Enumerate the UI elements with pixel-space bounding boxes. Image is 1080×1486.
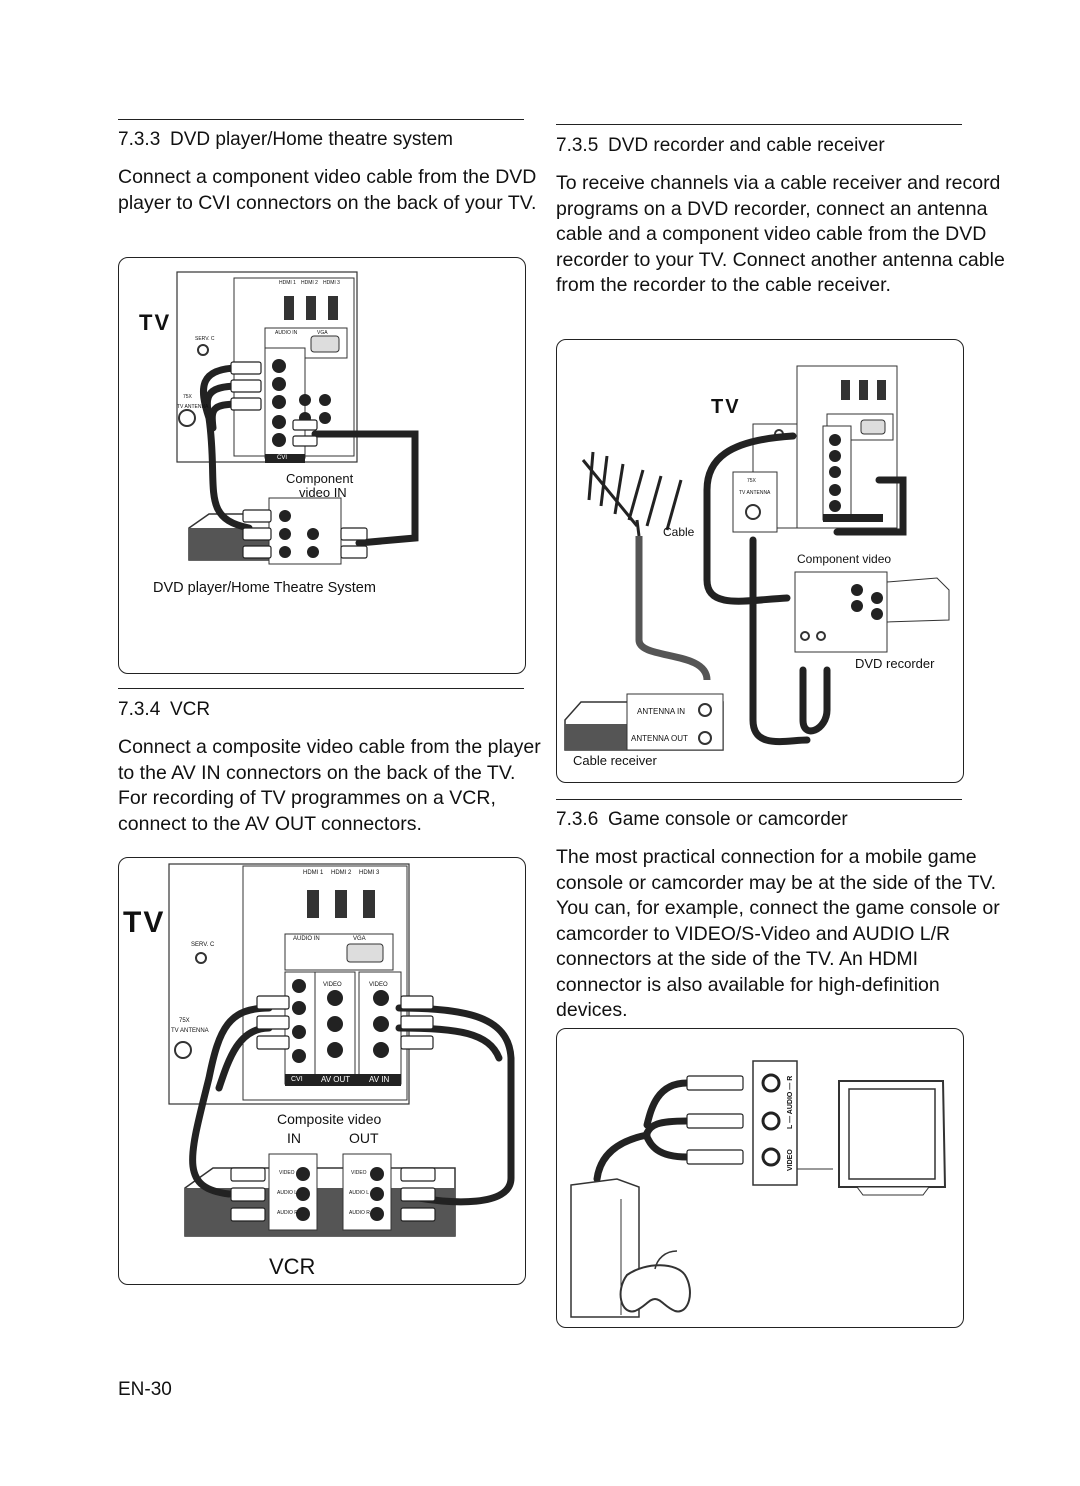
video-out-label: VIDEO <box>323 982 342 988</box>
rule-735 <box>556 124 962 125</box>
audio-in-label: AUDIO IN <box>293 936 320 942</box>
diagram-dvd-player: TV HDMI 1 HDMI 2 HDMI 3 SERV. C 75X TV A… <box>118 257 526 674</box>
hdmi-1-label: HDMI 1 <box>303 870 324 876</box>
hdmi-2-label: HDMI 2 <box>301 280 318 286</box>
video-in-label: VIDEO <box>369 982 388 988</box>
video-side-label: VIDEO <box>787 1149 794 1171</box>
hdmi-1-label: HDMI 1 <box>279 280 296 286</box>
body-734: Connect a composite video cable from the… <box>118 736 541 835</box>
vga-label: VGA <box>353 936 366 942</box>
vcr-connection-diagram <box>168 863 515 1237</box>
antenna-label: TV ANTENNA <box>739 490 771 496</box>
cvi-label: CVI <box>291 1076 303 1083</box>
vcr-audio-l-out: AUDIO L <box>349 1190 370 1196</box>
device-label: DVD player/Home Theatre System <box>153 580 376 596</box>
body-736: The most practical connection for a mobi… <box>556 846 1000 1021</box>
in-label: IN <box>287 1130 301 1146</box>
av-in-label: AV IN <box>369 1075 390 1084</box>
vga-label: VGA <box>317 330 328 336</box>
vcr-audio-r-in: AUDIO R <box>277 1210 298 1216</box>
ohm-label: 75X <box>747 478 756 484</box>
dvd-recorder-connection-diagram <box>564 365 950 751</box>
out-label: OUT <box>349 1130 379 1146</box>
ohm-label: 75X <box>179 1018 190 1024</box>
hdmi-3-label: HDMI 3 <box>359 870 380 876</box>
audio-side-label: L — AUDIO — R <box>787 1075 794 1129</box>
video-in-label: video IN <box>299 485 347 500</box>
tv-label: TV <box>123 906 166 939</box>
diagram-dvd-recorder: TV 75X TV ANTENNA Cable Component video … <box>556 339 964 783</box>
diagram-game-console: L — AUDIO — R VIDEO <box>556 1028 964 1328</box>
composite-label: Composite video <box>277 1111 382 1127</box>
dvd-player-connection-diagram <box>176 271 419 565</box>
component-video-label: Component video <box>797 552 892 566</box>
antenna-label: TV ANTENNA <box>171 1028 209 1034</box>
serv-c-label: SERV. C <box>191 942 215 948</box>
rule-733 <box>118 119 524 120</box>
cable-receiver-label: Cable receiver <box>573 753 657 768</box>
antenna-in-label: ANTENNA IN <box>637 707 686 716</box>
hdmi-ports <box>284 296 338 320</box>
dvd-recorder-label: DVD recorder <box>855 656 935 671</box>
rule-736 <box>556 799 962 800</box>
tv-label: TV <box>139 310 172 335</box>
component-label: Component <box>286 471 354 486</box>
diagram-vcr: TV HDMI 1 HDMI 2 HDMI 3 SERV. C 75X TV A… <box>118 857 526 1285</box>
av-out-label: AV OUT <box>321 1075 351 1084</box>
tv-label: TV <box>711 396 741 418</box>
vcr-audio-l-in: AUDIO L <box>277 1190 298 1196</box>
page-number: EN-30 <box>118 1379 172 1400</box>
antenna-label: TV ANTENNA <box>177 404 209 410</box>
vcr-video-out: VIDEO <box>351 1170 367 1176</box>
cvi-label: CVI <box>277 455 288 461</box>
game-console-connection-diagram <box>570 1060 947 1318</box>
antenna-out-label: ANTENNA OUT <box>631 734 688 743</box>
ohm-label: 75X <box>183 394 192 400</box>
rule-734 <box>118 688 524 689</box>
serv-c-label: SERV. C <box>195 336 215 342</box>
hdmi-3-label: HDMI 3 <box>323 280 340 286</box>
body-733: Connect a component video cable from the… <box>118 166 537 214</box>
cable-label: Cable <box>663 525 695 539</box>
body-735: To receive channels via a cable receiver… <box>556 172 1005 296</box>
hdmi-2-label: HDMI 2 <box>331 870 352 876</box>
vcr-device-label: VCR <box>269 1254 316 1279</box>
vcr-audio-r-out: AUDIO R <box>349 1210 370 1216</box>
vcr-video-in: VIDEO <box>279 1170 295 1176</box>
audio-in-label: AUDIO IN <box>275 330 298 336</box>
